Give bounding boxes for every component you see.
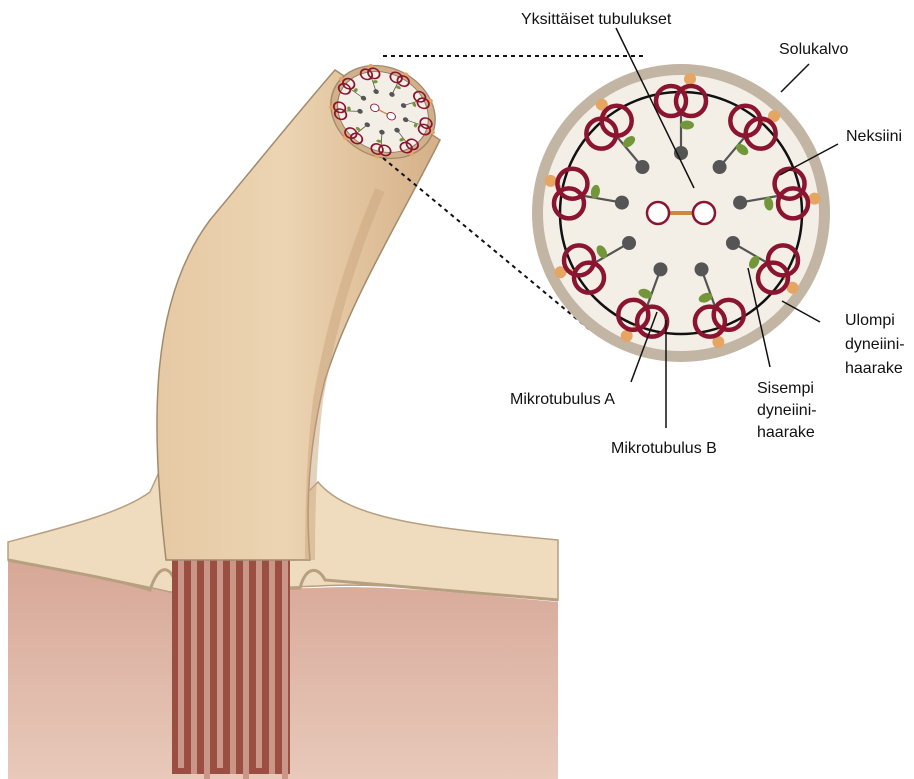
basal-body-stripe bbox=[282, 558, 288, 779]
inner-dynein-label-2: dyneiini- bbox=[757, 402, 817, 419]
outer-dynein-arm bbox=[545, 175, 557, 187]
spoke-head bbox=[635, 160, 649, 174]
basal-body-stripe bbox=[230, 558, 236, 774]
outer-dynein-label-2: dyneiini- bbox=[845, 336, 905, 353]
central-tubule bbox=[647, 202, 669, 224]
outer-dynein-label-1: Ulompi bbox=[845, 312, 895, 329]
spoke-head bbox=[674, 146, 688, 160]
spoke-head bbox=[615, 196, 629, 210]
basal-body-stripe bbox=[217, 558, 223, 768]
microtubule-b-label: Mikrotubulus B bbox=[611, 440, 717, 457]
basal-body-stripe bbox=[178, 558, 184, 768]
spoke-head bbox=[713, 160, 727, 174]
basal-body bbox=[172, 548, 290, 779]
single-tubules-label: Yksittäiset tubulukset bbox=[521, 11, 672, 28]
inner-dynein-arm bbox=[680, 121, 694, 130]
outer-dynein-arm bbox=[809, 193, 821, 205]
spoke-head bbox=[733, 196, 747, 210]
basal-body-stripe bbox=[243, 558, 249, 779]
spoke-head bbox=[653, 262, 667, 276]
axoneme-cross-section bbox=[532, 64, 830, 362]
outer-dynein-arm bbox=[684, 73, 696, 85]
cell-membrane-label: Solukalvo bbox=[779, 41, 848, 58]
inner-dynein-label-1: Sisempi bbox=[757, 380, 814, 397]
basal-body-stripe bbox=[191, 558, 197, 774]
basal-body-stripe bbox=[256, 558, 262, 768]
outer-dynein-label-3: haarake bbox=[845, 360, 903, 377]
basal-body-stripe bbox=[204, 558, 210, 779]
inner-dynein-label-3: haarake bbox=[757, 424, 815, 441]
spoke-head bbox=[695, 262, 709, 276]
central-tubule bbox=[693, 202, 715, 224]
spoke-head bbox=[726, 236, 740, 250]
basal-body-stripe bbox=[269, 558, 275, 774]
spoke-head bbox=[622, 236, 636, 250]
nexin-label: Neksiini bbox=[846, 128, 902, 145]
microtubule-a-label: Mikrotubulus A bbox=[510, 391, 615, 408]
